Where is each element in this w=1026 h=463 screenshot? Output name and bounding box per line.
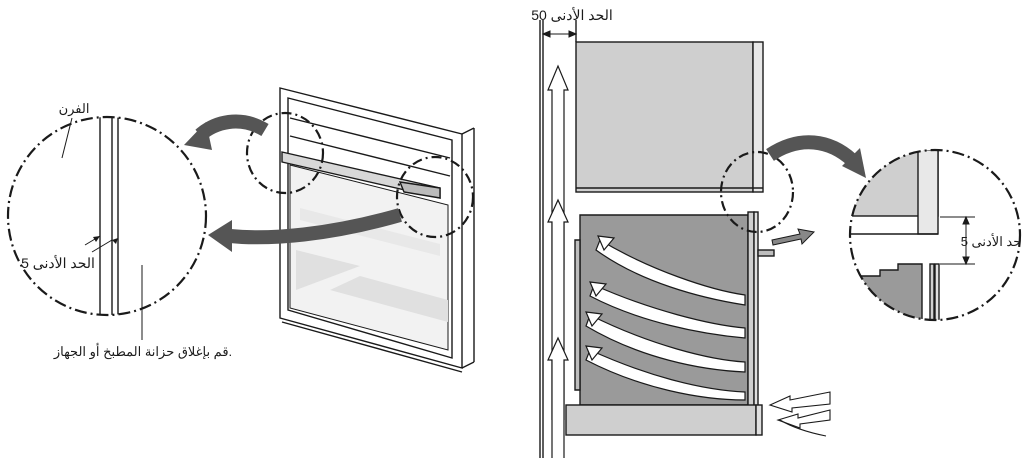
internal-airflow-arrows — [585, 235, 746, 401]
close-instruction: قم بإغلاق حزانة المطبخ أو الجهاز. — [53, 343, 232, 360]
detail-circles-left — [245, 111, 475, 239]
oven-label: الفرن — [59, 101, 90, 117]
left-zoom-detail — [6, 115, 208, 340]
intake-arrows — [768, 391, 831, 437]
airflow-up-arrows — [547, 64, 569, 458]
top-gap-label: الحد الأدنى 50 — [531, 6, 613, 23]
curved-arrow-icon — [184, 114, 402, 252]
upper-cabinet — [575, 41, 764, 193]
exhaust-arrow — [771, 228, 816, 246]
curved-arrow-icon-right — [766, 135, 866, 178]
right-gap-label: حد الأدنى 5 — [961, 233, 1022, 249]
plinth — [565, 404, 763, 436]
top-gap-dimension — [541, 30, 578, 38]
left-gap-label: الحد الأدنى 5 — [21, 254, 95, 271]
air-channel — [539, 20, 577, 458]
detail-circle-right — [719, 150, 795, 234]
